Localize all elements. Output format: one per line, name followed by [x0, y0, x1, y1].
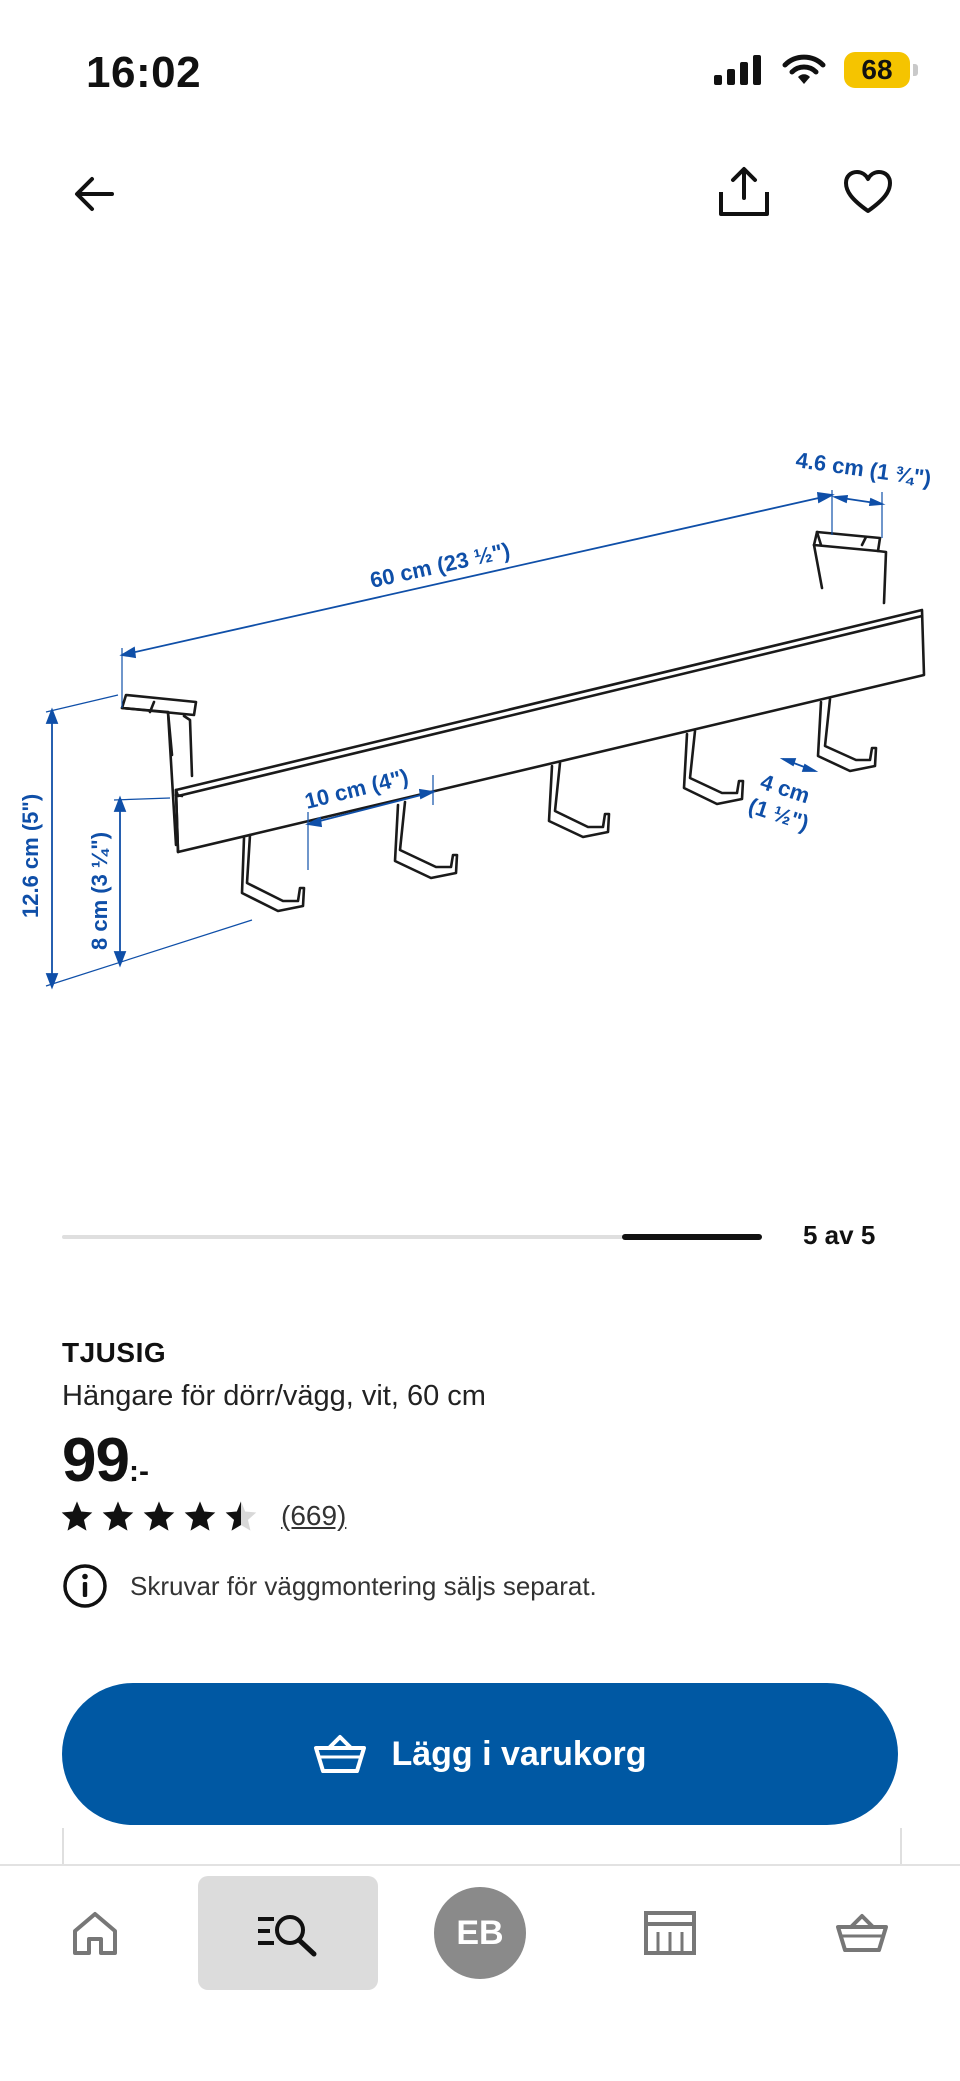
wifi-icon: [782, 54, 826, 84]
info-text: Skruvar för väggmontering säljs separat.: [130, 1570, 597, 1601]
info-icon: [63, 1564, 107, 1608]
account-avatar: EB: [434, 1887, 526, 1979]
home-icon: [73, 1912, 117, 1955]
share-icon: [719, 167, 769, 216]
carousel-counter: 5 av 5: [803, 1220, 876, 1250]
status-bar: 16:02 68: [0, 0, 960, 150]
battery-level: 68: [861, 54, 893, 85]
tab-cart[interactable]: [812, 1876, 912, 1990]
star-icon: [102, 1501, 134, 1531]
rating[interactable]: (669): [60, 1500, 346, 1532]
half-star-icon: [225, 1501, 257, 1531]
tab-search[interactable]: [198, 1876, 378, 1990]
carousel-progress[interactable]: [62, 1234, 762, 1240]
info-notice: Skruvar för väggmontering säljs separat.: [62, 1563, 597, 1609]
tab-account[interactable]: EB: [430, 1876, 530, 1990]
dimension-hook-height: 8 cm (3 ¼"): [87, 832, 112, 950]
search-icon: [258, 1915, 317, 1957]
star-icon: [143, 1501, 175, 1531]
star-icon: [61, 1501, 93, 1531]
price-value: 99: [62, 1426, 130, 1495]
product-name: TJUSIG: [62, 1337, 167, 1368]
arrow-left-icon: [75, 177, 114, 211]
review-count-link[interactable]: (669): [281, 1500, 347, 1531]
carousel-progress-thumb: [622, 1234, 762, 1240]
store-icon: [644, 1911, 696, 1955]
cellular-signal-icon: [714, 55, 761, 85]
product-price: 99:-: [62, 1425, 149, 1496]
status-time: 16:02: [86, 48, 202, 97]
top-navigation: [0, 150, 960, 270]
heart-icon: [844, 170, 892, 213]
dimension-depth: 4.6 cm (1 ¾"): [794, 447, 933, 491]
dimension-drawing: 60 cm (23 ½") 4.6 cm (1 ¾") 12.6 cm (5")…: [18, 447, 933, 990]
status-icons: 68: [714, 52, 918, 88]
tab-home[interactable]: [40, 1876, 150, 1990]
dimension-length: 60 cm (23 ½"): [368, 538, 513, 593]
shopping-basket-icon: [836, 1914, 888, 1952]
battery-indicator: 68: [844, 52, 918, 88]
add-to-cart-label: Lägg i varukorg: [391, 1734, 647, 1773]
price-suffix: :-: [128, 1455, 149, 1488]
cart-icon: [314, 1735, 367, 1773]
tab-stores[interactable]: [620, 1876, 720, 1990]
add-to-cart-button[interactable]: Lägg i varukorg: [62, 1683, 898, 1825]
dimension-hook-spacing: 10 cm (4"): [302, 764, 411, 814]
product-description: Hängare för dörr/vägg, vit, 60 cm: [62, 1380, 486, 1412]
favorite-button[interactable]: [836, 160, 900, 224]
star-icon: [184, 1501, 216, 1531]
back-button[interactable]: [62, 162, 126, 226]
share-button[interactable]: [712, 160, 776, 224]
bottom-tab-bar: EB: [0, 1864, 960, 2081]
product-image[interactable]: 60 cm (23 ½") 4.6 cm (1 ¾") 12.6 cm (5")…: [0, 420, 960, 1020]
dimension-total-height: 12.6 cm (5"): [18, 794, 43, 918]
